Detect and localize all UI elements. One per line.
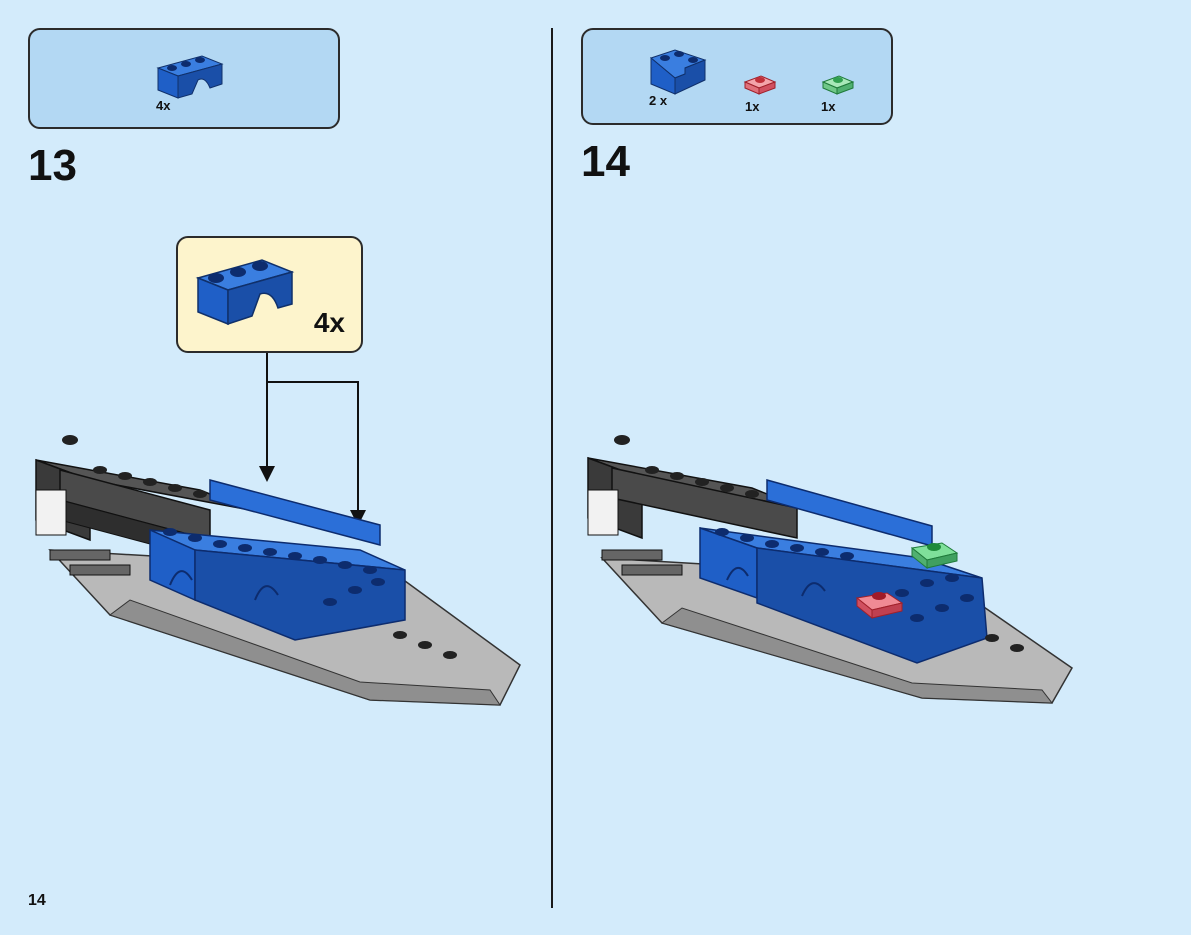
page-divider xyxy=(551,28,553,908)
sub-callout-box: 4x xyxy=(176,236,363,353)
trans-red-round-plate-icon xyxy=(743,75,777,95)
boat-model-step14 xyxy=(587,435,1073,704)
callout-qty: 4x xyxy=(313,307,345,338)
boat-model-step13 xyxy=(35,435,521,706)
step13-parts-box: 4x xyxy=(28,28,340,129)
blue-arch-brick-icon xyxy=(156,55,224,99)
part-qty: 4x xyxy=(156,98,171,113)
blue-corner-brick-icon xyxy=(649,49,707,95)
part-qty: 2 x xyxy=(649,93,668,108)
page-number: 14 xyxy=(28,892,46,909)
blue-arch-brick-icon xyxy=(195,259,295,326)
step14-parts-box: 2 x 1x 1x xyxy=(581,28,893,125)
part-qty: 1x xyxy=(821,99,836,114)
trans-green-round-plate-icon xyxy=(821,75,855,95)
step-number: 14 xyxy=(581,137,630,186)
part-qty: 1x xyxy=(745,99,760,114)
step-number: 13 xyxy=(28,141,77,190)
